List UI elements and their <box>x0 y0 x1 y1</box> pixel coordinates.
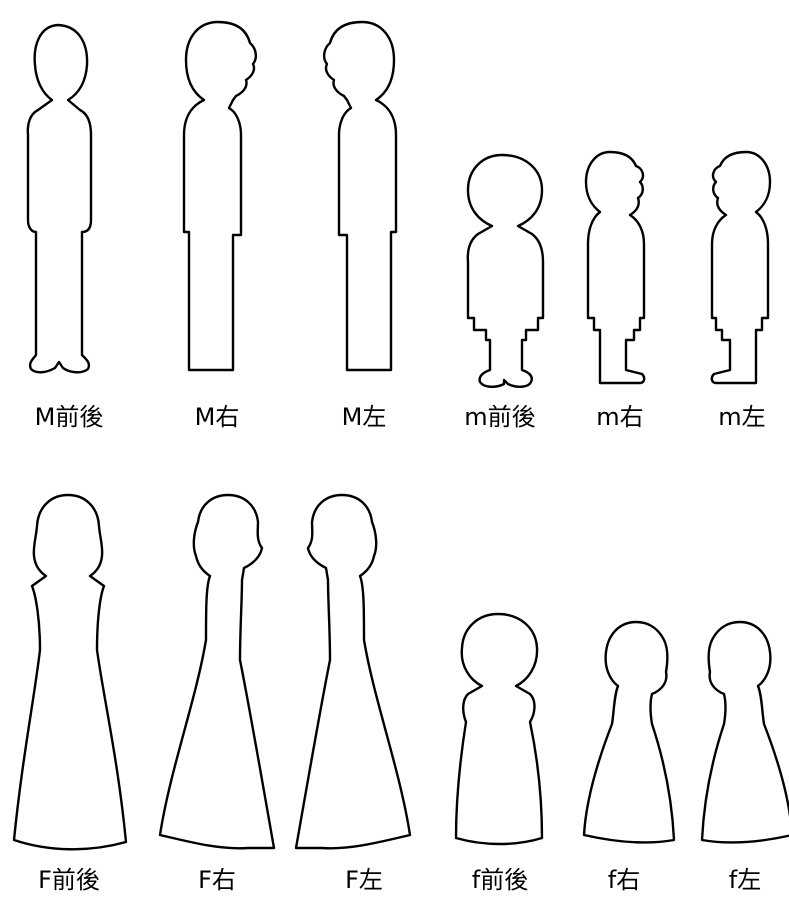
label-child-female-front: f前後 <box>472 866 528 894</box>
silhouette-child-female-front <box>454 612 544 846</box>
label-child-male-front: m前後 <box>464 403 535 431</box>
label-child-female-right: f右 <box>608 866 640 894</box>
label-child-male-left: m左 <box>718 403 765 431</box>
silhouette-adult-male-front <box>26 23 93 374</box>
silhouette-child-male-left <box>710 150 772 385</box>
label-adult-male-left: M左 <box>342 403 387 431</box>
silhouette-child-female-left <box>700 620 789 844</box>
silhouette-child-male-right <box>584 150 646 385</box>
label-adult-female-right: F右 <box>198 866 236 894</box>
silhouette-child-male-front <box>466 153 545 388</box>
label-child-male-right: m右 <box>596 403 643 431</box>
silhouette-adult-female-left <box>294 493 412 850</box>
silhouette-adult-male-left <box>322 20 398 372</box>
label-adult-male-right: M右 <box>195 403 240 431</box>
silhouette-adult-female-right <box>158 493 276 850</box>
silhouette-child-female-right <box>582 620 676 844</box>
label-adult-female-front: F前後 <box>38 866 100 894</box>
label-adult-female-left: F左 <box>345 866 383 894</box>
silhouette-adult-male-right <box>182 20 258 372</box>
label-adult-male-front: M前後 <box>35 403 104 431</box>
label-child-female-left: f左 <box>729 866 761 894</box>
silhouette-adult-female-front <box>12 493 128 851</box>
